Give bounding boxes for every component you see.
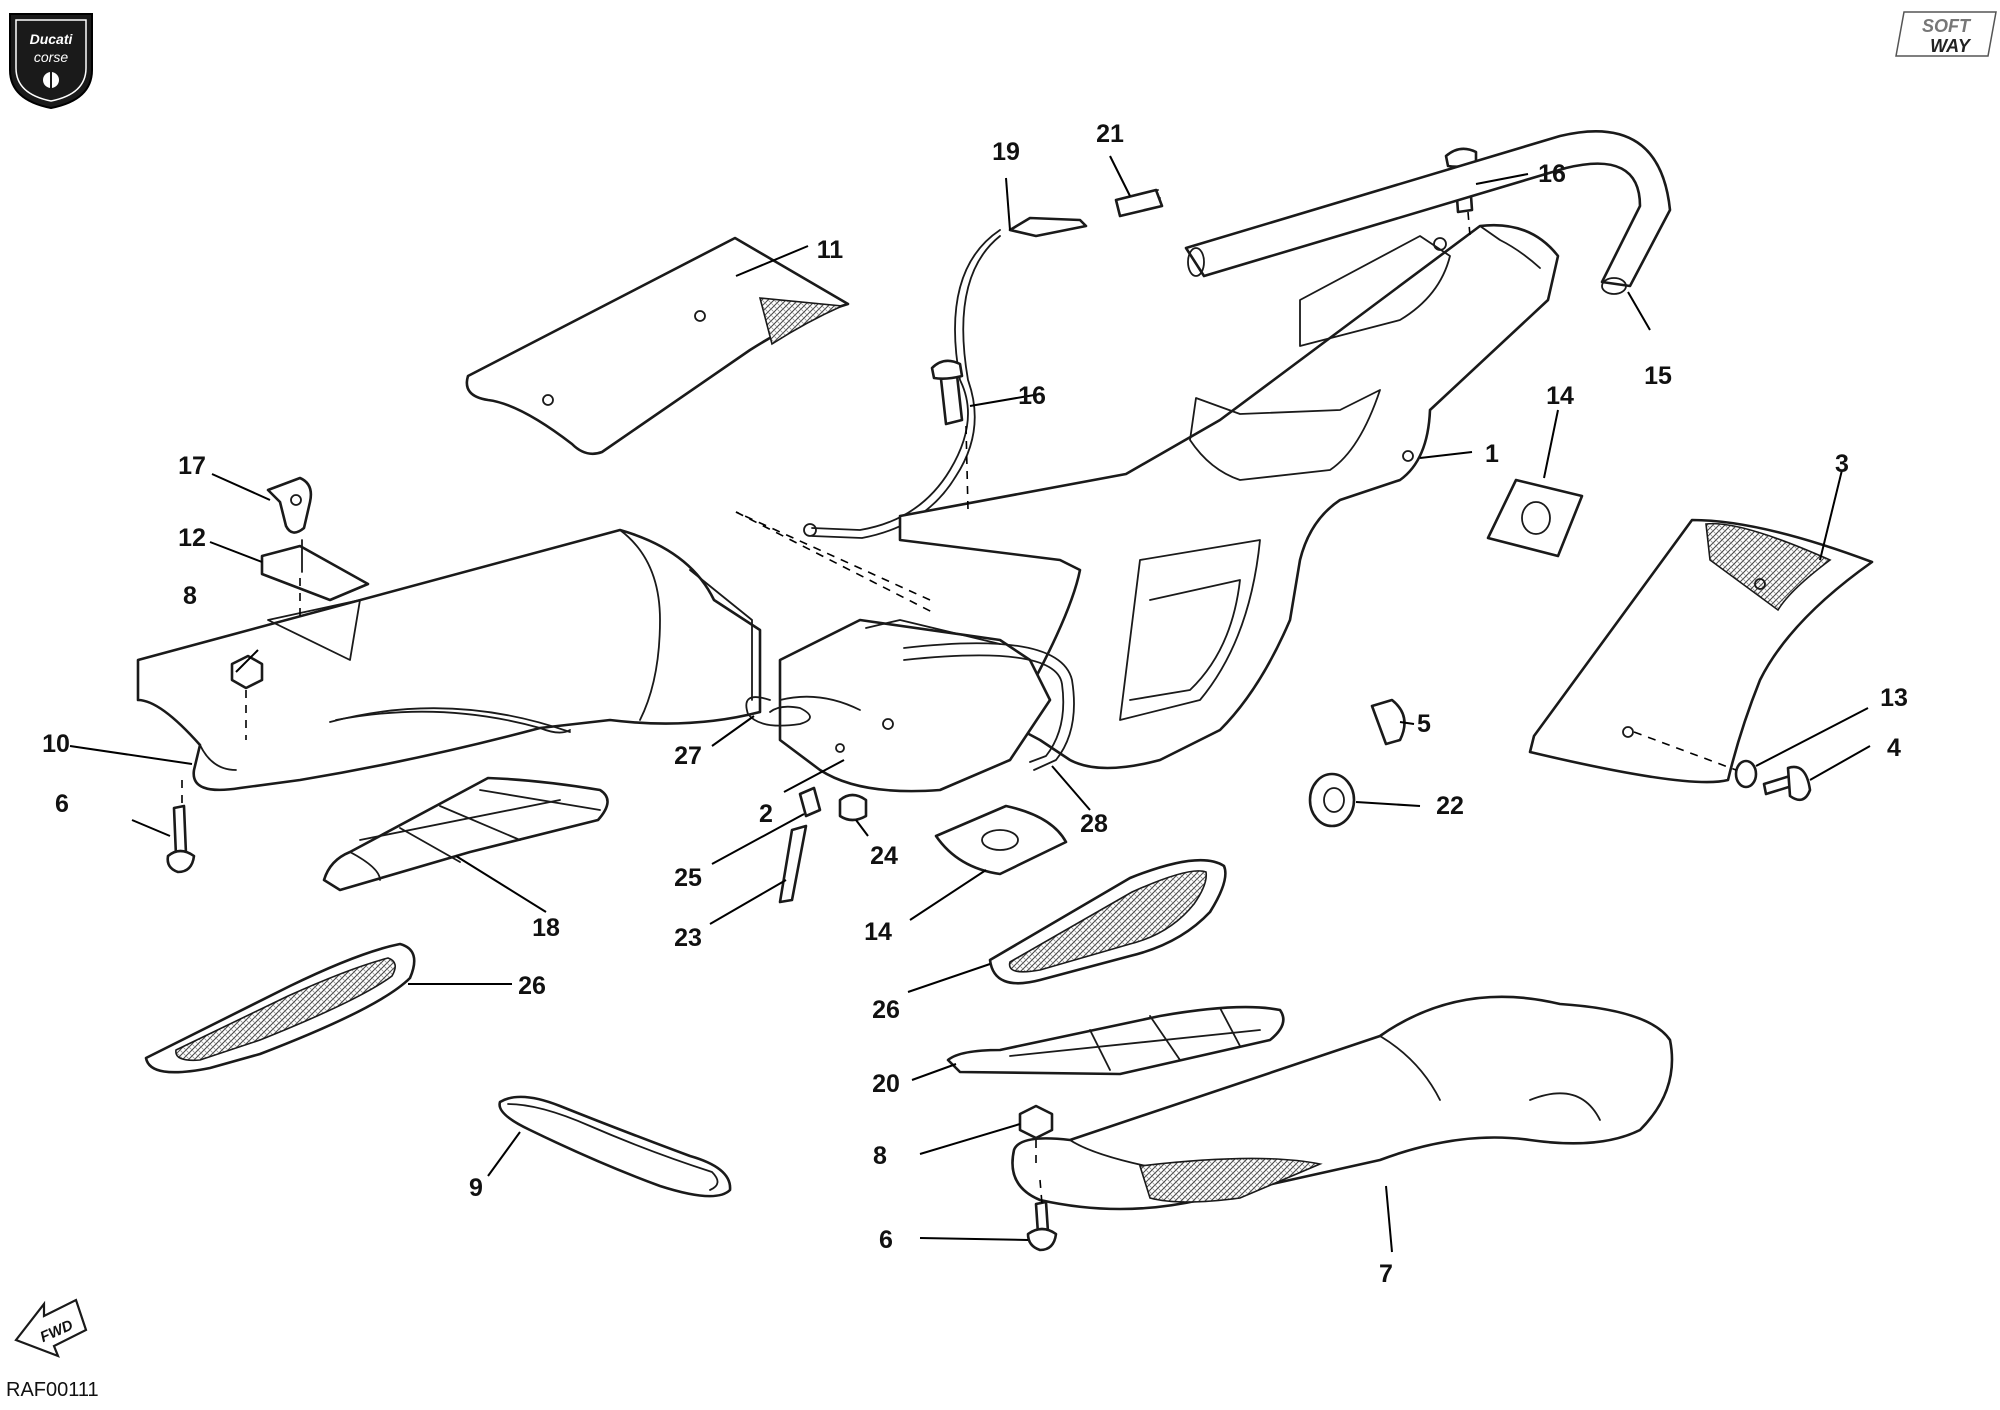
part-2-central-box: [778, 618, 1052, 793]
part-7-right-duct: [1011, 995, 1674, 1211]
part-14-seal-upper: [1486, 478, 1584, 558]
part-26-right-filter: [988, 858, 1227, 985]
part-17-clip: [266, 476, 313, 534]
part-3-right-panel: [1528, 518, 1874, 784]
callout-15: 15: [1644, 362, 1672, 390]
callout-labels: 1 2 3 4 5 6 6 7 8 8 9 10 11 12 13 14 14 …: [42, 120, 1908, 1288]
part-23-pipe: [778, 824, 808, 904]
part-25-fitting: [798, 786, 822, 818]
ducati-corse-logo: Ducati corse: [9, 13, 93, 110]
part-15-tube: [1184, 130, 1672, 295]
part-12-plate: [260, 539, 370, 602]
callout-2: 2: [759, 800, 773, 828]
alignment-lines: [181, 211, 1737, 1205]
part-14-seal-lower: [934, 804, 1068, 876]
callout-20: 20: [872, 1070, 900, 1098]
part-8-nut-right: [1018, 1104, 1054, 1140]
part-10-left-duct: [136, 528, 762, 792]
part-8-nut-left: [230, 654, 264, 690]
callout-21: 21: [1096, 120, 1124, 148]
part-26-left-filter: [144, 942, 416, 1074]
callout-18: 18: [532, 914, 560, 942]
part-18-left-filter-frame: [322, 776, 609, 892]
callout-19: 19: [992, 138, 1020, 166]
part-6-screw-left: [166, 804, 196, 874]
callout-6-left: 6: [55, 790, 69, 818]
softway-logo: SOFT WAY: [1895, 11, 1997, 57]
callout-3: 3: [1835, 450, 1849, 478]
part-9-gasket: [498, 1095, 732, 1198]
callout-11: 11: [817, 236, 844, 264]
part-6-screw-right: [1026, 1200, 1058, 1252]
callout-9: 9: [469, 1174, 483, 1202]
part-11-upper-panel: [465, 236, 850, 456]
softway-line1: SOFT: [1922, 16, 1972, 36]
part-13-washer: [1734, 759, 1758, 789]
callout-22: 22: [1436, 792, 1464, 820]
forward-arrow-icon: FWD: [14, 1298, 88, 1358]
callout-28: 28: [1080, 810, 1108, 838]
logo-brand-text: Ducati: [30, 31, 74, 47]
part-22-grommet: [1308, 772, 1356, 828]
part-27-wire: [745, 696, 811, 727]
callout-27: 27: [674, 742, 702, 770]
part-16-bolt-center: [930, 359, 964, 426]
part-21-spring: [1114, 188, 1164, 218]
callout-10: 10: [42, 730, 70, 758]
part-4-quick-fastener: [1762, 765, 1812, 802]
callout-24: 24: [870, 842, 898, 870]
callout-8-left: 8: [183, 582, 197, 610]
callout-23: 23: [674, 924, 702, 952]
callout-4: 4: [1887, 734, 1901, 762]
part-24-grommet: [838, 793, 868, 822]
callout-13: 13: [1880, 684, 1908, 712]
leader-lines: [69, 155, 1871, 1253]
part-20-right-filter-frame: [946, 1005, 1285, 1076]
softway-line2: WAY: [1930, 36, 1972, 56]
callout-14-lower: 14: [864, 918, 892, 946]
callout-1: 1: [1485, 440, 1499, 468]
callout-12: 12: [178, 524, 206, 552]
callout-5: 5: [1417, 710, 1431, 738]
callout-6-right: 6: [879, 1226, 893, 1254]
logo-corse-text: corse: [34, 49, 68, 65]
callout-17: 17: [178, 452, 206, 480]
callout-16-center: 16: [1018, 382, 1046, 410]
callout-26-right: 26: [872, 996, 900, 1024]
part-5-clip: [1370, 698, 1406, 746]
callout-16-top: 16: [1538, 160, 1566, 188]
callout-25: 25: [674, 864, 702, 892]
callout-8-right: 8: [873, 1142, 887, 1170]
drawing-code: RAF00111: [6, 1379, 99, 1401]
callout-14-upper: 14: [1546, 382, 1574, 410]
part-28-hose: [903, 642, 1075, 771]
callout-26-left: 26: [518, 972, 546, 1000]
callout-7: 7: [1379, 1260, 1393, 1288]
